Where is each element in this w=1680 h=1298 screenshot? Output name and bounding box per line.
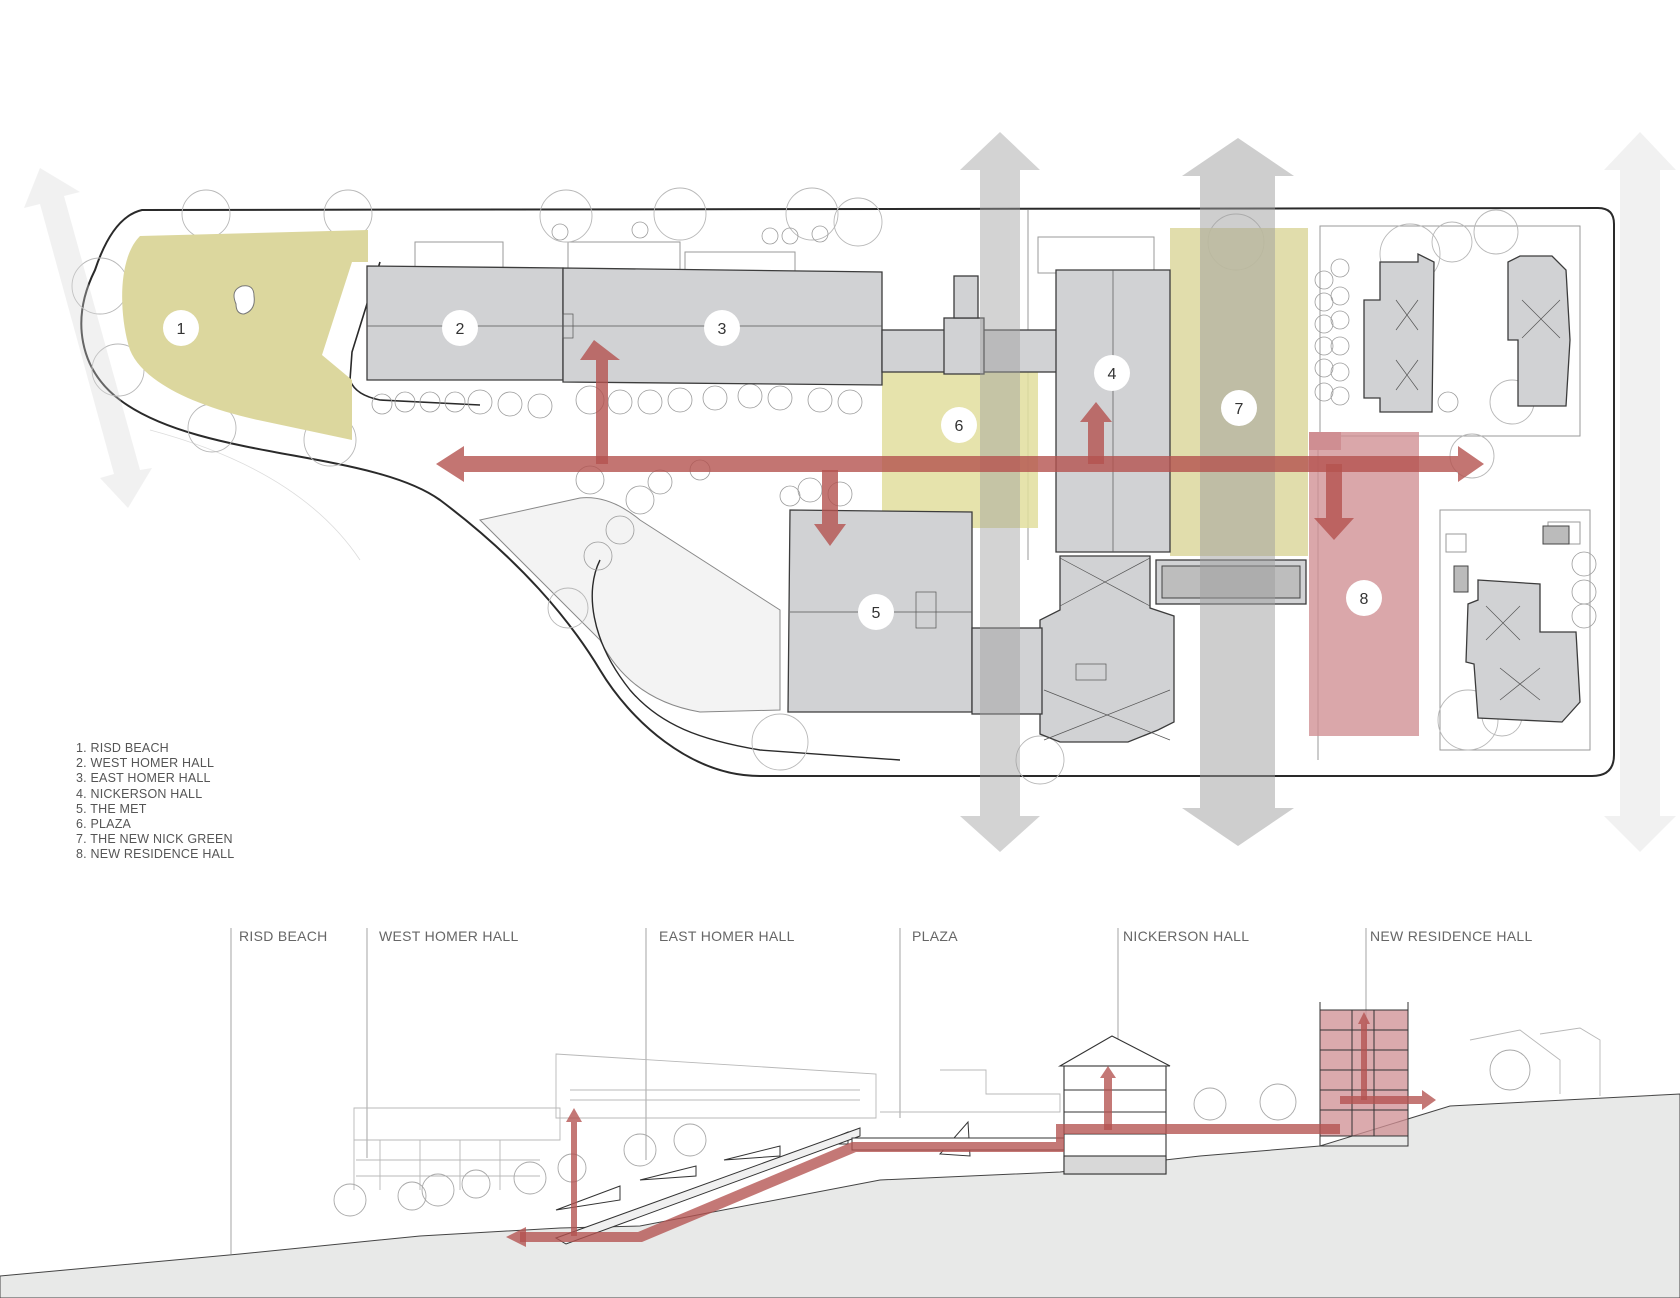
arrow-to-homer [580, 340, 620, 464]
section-arrow-east [1340, 1090, 1436, 1110]
marker-2: 2 [442, 310, 478, 346]
circulation-arrows [436, 340, 1484, 546]
house-1 [1363, 252, 1435, 413]
legend-item-new-nick-green: 7. THE NEW NICK GREEN [76, 832, 233, 847]
arrow-to-residence [1314, 464, 1354, 540]
nickerson-south-wing [1039, 555, 1175, 743]
small-structure [1542, 525, 1570, 545]
faint-arrow-far-west [24, 168, 152, 508]
risd-beach-area [122, 230, 368, 440]
marker-6-label: 6 [955, 418, 964, 435]
legend-item-plaza: 6. PLAZA [76, 817, 132, 832]
section-label-plaza: PLAZA [912, 928, 958, 944]
section-arrow-west [506, 1227, 526, 1247]
arrow-to-nickerson [1080, 402, 1112, 464]
main-east-west-arrow [436, 446, 1484, 482]
section-nickerson-rise [1100, 1066, 1116, 1130]
section-label-risd-beach: RISD BEACH [239, 928, 328, 944]
plaza-area [882, 372, 1038, 528]
courtyard-outline [479, 497, 781, 713]
marker-3: 3 [704, 310, 740, 346]
walkway-curve [591, 559, 901, 761]
gray-arrow-east [1182, 138, 1294, 846]
marker-3-label: 3 [718, 321, 727, 338]
legend-item-west-homer-hall: 2. WEST HOMER HALL [76, 756, 215, 771]
legend-item-nickerson-hall: 4. NICKERSON HALL [76, 786, 203, 801]
legend-item-risd-beach: 1. RISD BEACH [76, 741, 169, 755]
legend-item-east-homer-hall: 3. EAST HOMER HALL [76, 771, 211, 786]
new-residence-hall-tab [1309, 432, 1341, 450]
met-connector [971, 627, 1043, 715]
nickerson-section [1057, 1035, 1171, 1175]
risd-beach-sculpture [233, 285, 255, 315]
arrow-to-met [814, 470, 846, 546]
plan-markers: 1 2 3 4 5 6 7 8 [163, 310, 1382, 630]
gray-arrow-west [960, 132, 1040, 852]
section-arrow-up [566, 1108, 582, 1236]
marker-6: 6 [941, 407, 977, 443]
marker-1: 1 [163, 310, 199, 346]
house-3 [1465, 579, 1581, 723]
marker-7: 7 [1221, 390, 1257, 426]
marker-8: 8 [1346, 580, 1382, 616]
cross-axis-arrows [24, 132, 1676, 852]
legend-item-the-met: 5. THE MET [76, 801, 147, 816]
section-circulation [506, 1012, 1436, 1247]
tower-link [943, 317, 985, 375]
marker-4-label: 4 [1108, 366, 1117, 383]
section-label-west-homer-hall: WEST HOMER HALL [379, 928, 519, 944]
legend-item-new-residence-hall: 8. NEW RESIDENCE HALL [76, 847, 235, 862]
legend-list: 1. RISD BEACH 2. WEST HOMER HALL 3. EAST… [76, 741, 234, 863]
marker-2-label: 2 [456, 321, 465, 338]
background-buildings [353, 1027, 1601, 1190]
tower-top [953, 275, 979, 319]
section-residence-rise [1358, 1012, 1370, 1100]
faint-arrow-far-east [1604, 132, 1676, 852]
section-path-main [520, 1124, 1340, 1242]
marker-1-label: 1 [177, 321, 186, 338]
ground-section [0, 1093, 1680, 1298]
marker-5: 5 [858, 594, 894, 630]
house-2 [1507, 255, 1571, 407]
marker-4: 4 [1094, 355, 1130, 391]
marker-5-label: 5 [872, 605, 881, 622]
section-label-nickerson-hall: NICKERSON HALL [1123, 928, 1250, 944]
section-label-new-residence-hall: NEW RESIDENCE HALL [1370, 928, 1533, 944]
marker-7-label: 7 [1235, 401, 1244, 418]
marker-8-label: 8 [1360, 591, 1369, 608]
small-structure-2 [1453, 565, 1469, 593]
section-label-east-homer-hall: EAST HOMER HALL [659, 928, 795, 944]
